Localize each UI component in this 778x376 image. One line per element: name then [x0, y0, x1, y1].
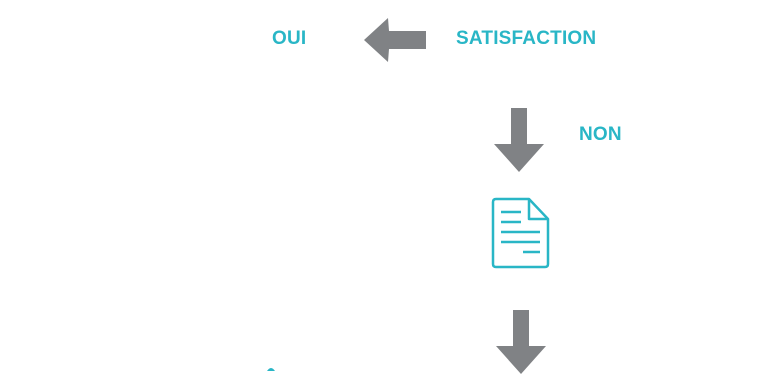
arrow-down-icon: [494, 108, 544, 172]
document-icon: [491, 197, 550, 269]
satisfaction-label: SATISFACTION: [456, 28, 597, 49]
yes-label: OUI: [272, 28, 307, 49]
partial-accent-icon: [267, 368, 275, 371]
no-label: NON: [579, 124, 622, 145]
arrow-down-icon: [496, 310, 546, 374]
arrow-left-icon: [364, 18, 426, 62]
